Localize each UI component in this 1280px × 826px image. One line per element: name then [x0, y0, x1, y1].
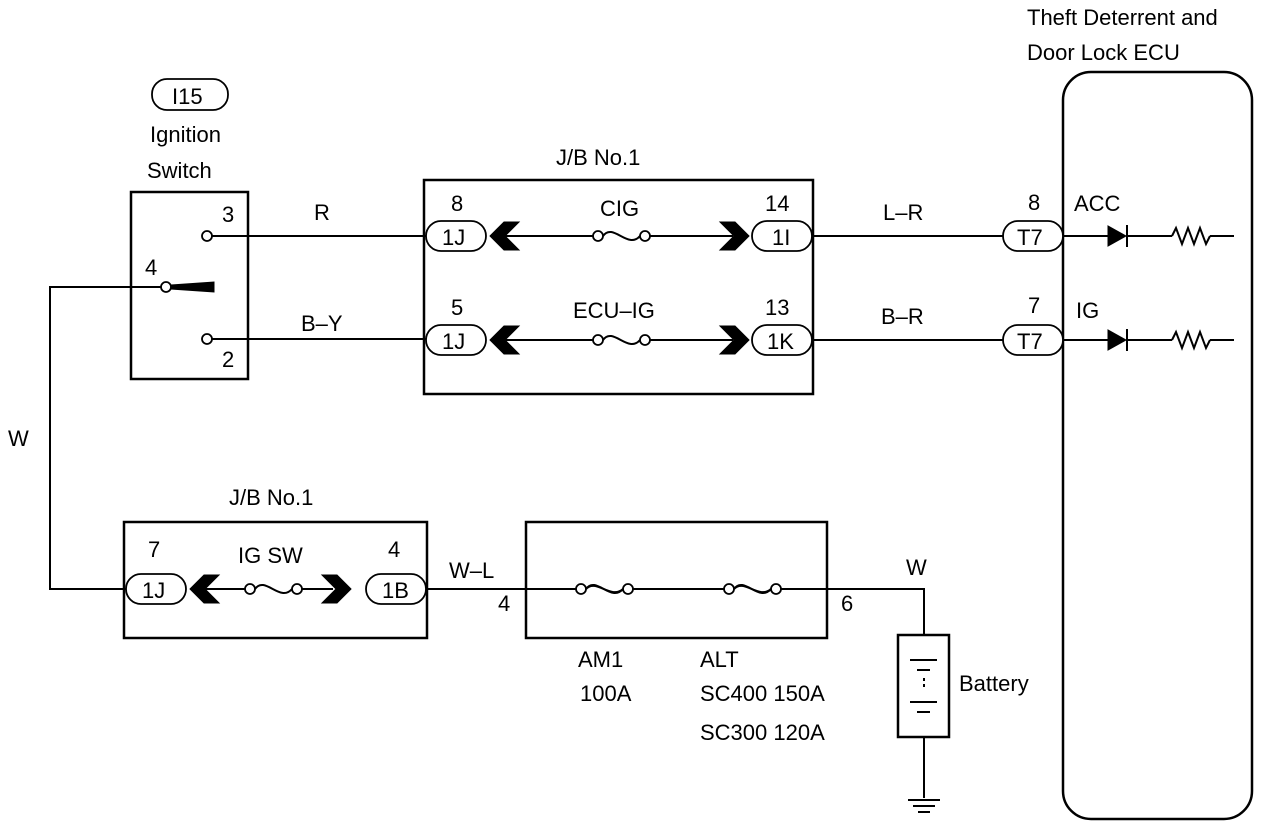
- jb-upper-row2-right-pin: 13: [765, 295, 789, 320]
- jb-upper-box: [422, 178, 815, 396]
- wire-l-r-label: L–R: [883, 200, 923, 225]
- ignition-switch-pin-2: 2: [222, 347, 234, 372]
- jb-upper-row2-fuse: ECU–IG: [573, 298, 655, 323]
- cig-fuse-icon: [602, 230, 641, 242]
- ecu-ig-pin: 7: [1028, 293, 1040, 318]
- fusible-box-pin-in: 4: [498, 591, 510, 616]
- battery-label: Battery: [959, 671, 1029, 696]
- ecu-ig-label: IG: [1076, 298, 1099, 323]
- fusible-link-box-outline: [524, 520, 829, 640]
- acc-diode-icon: [1107, 225, 1128, 247]
- alt-sc400: SC400 150A: [700, 681, 825, 706]
- jb-upper-row1-right-pin: 14: [765, 191, 789, 216]
- jb-lower-left-conn: 1J: [142, 578, 165, 603]
- ecu-acc-label: ACC: [1074, 191, 1121, 216]
- jb-upper-row1-left-pin: 8: [451, 191, 463, 216]
- acc-resistor-icon: [1171, 225, 1211, 247]
- junction-block-upper: J/B No.1 8 1J CIG 14 1I 5 1J ECU–IG 13 1…: [422, 145, 815, 396]
- fusible-box-pin-out: 6: [841, 591, 853, 616]
- am1-rating: 100A: [580, 681, 632, 706]
- wire-w-right-label: W: [906, 555, 927, 580]
- alt-name: ALT: [700, 647, 739, 672]
- jb-lower-box: [122, 520, 429, 640]
- ignition-switch-box: [129, 190, 250, 381]
- ecu: Theft Deterrent and Door Lock ECU ACC IG: [1027, 5, 1254, 821]
- ecu-box: [1061, 70, 1254, 821]
- ecu-connector-ig: 7 T7: [1002, 293, 1064, 356]
- jb-lower-left-pin: 7: [148, 537, 160, 562]
- ig-sw-fuse-icon: [254, 583, 293, 595]
- alt-sc300: SC300 120A: [700, 720, 825, 745]
- switch-blade-icon: [170, 281, 215, 293]
- ecu-ig-connector: T7: [1017, 329, 1043, 354]
- ecu-title-line1: Theft Deterrent and: [1027, 5, 1218, 30]
- ecu-acc-pin: 8: [1028, 190, 1040, 215]
- jb-upper-title: J/B No.1: [556, 145, 640, 170]
- ecu-acc-connector: T7: [1017, 225, 1043, 250]
- ignition-switch-code-badge: [151, 78, 229, 111]
- wire-w-l-label: W–L: [449, 558, 494, 583]
- fusible-link-box: 4 6 AM1 100A ALT SC400 150A SC300 120A: [498, 520, 853, 745]
- am1-name: AM1: [578, 647, 623, 672]
- jb-upper-row1-fuse: CIG: [600, 196, 639, 221]
- battery: Battery: [896, 633, 1029, 813]
- ignition-switch-name-line2: Switch: [147, 158, 212, 183]
- wire-b-y-label: B–Y: [301, 311, 343, 336]
- connector-chevron-right-icon: [718, 325, 750, 355]
- ecu-ig-fuse-icon: [602, 334, 641, 346]
- jb-upper-row1-left-conn: 1J: [442, 225, 465, 250]
- wires: R B–Y L–R B–R W W–L W: [8, 200, 1003, 635]
- jb-lower-right-pin: 4: [388, 537, 400, 562]
- wire-r-label: R: [314, 200, 330, 225]
- ig-resistor-icon: [1171, 329, 1211, 351]
- jb-upper-row2-left-conn: 1J: [442, 329, 465, 354]
- jb-lower-title: J/B No.1: [229, 485, 313, 510]
- jb-lower-fuse: IG SW: [238, 543, 303, 568]
- wire-w-left-label: W: [8, 426, 29, 451]
- jb-upper-row1-right-conn: 1I: [772, 225, 790, 250]
- ignition-switch-code: I15: [172, 84, 203, 109]
- ignition-switch-name-line1: Ignition: [150, 122, 221, 147]
- jb-upper-row2-left-pin: 5: [451, 295, 463, 320]
- connector-chevron-right-icon: [320, 574, 352, 604]
- jb-lower-right-conn: 1B: [382, 578, 409, 603]
- ecu-title-line2: Door Lock ECU: [1027, 40, 1180, 65]
- junction-block-lower: J/B No.1 7 1J IG SW 4 1B: [122, 485, 429, 640]
- ecu-connector-acc: 8 T7: [1002, 190, 1064, 252]
- ignition-switch-pin-3: 3: [222, 202, 234, 227]
- ignition-switch: I15 Ignition Switch 3 4 2: [129, 78, 250, 381]
- connector-chevron-right-icon: [718, 221, 750, 251]
- jb-upper-row2-right-conn: 1K: [767, 329, 794, 354]
- ig-diode-icon: [1107, 329, 1128, 351]
- ignition-switch-pin-4: 4: [145, 255, 157, 280]
- wire-b-r-label: B–R: [881, 304, 924, 329]
